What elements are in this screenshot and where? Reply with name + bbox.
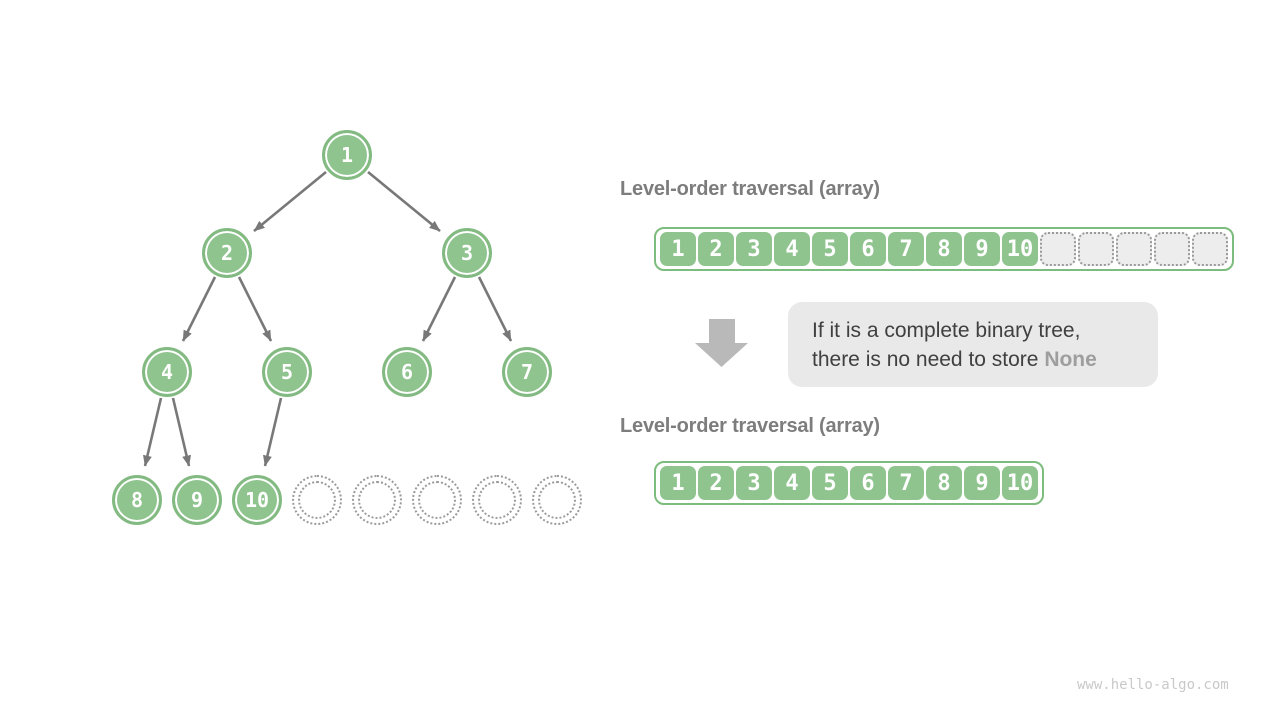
array-cell: 3 (736, 232, 772, 266)
edge-1-2 (253, 170, 327, 233)
array-cell: 1 (660, 232, 696, 266)
array-bottom: 1 2 3 4 5 6 7 8 9 10 (654, 461, 1044, 505)
array-empty-cell (1078, 232, 1114, 266)
tree-node-4: 4 (142, 347, 192, 397)
note-box: If it is a complete binary tree, there i… (788, 302, 1158, 387)
array-cell: 8 (926, 466, 962, 500)
array-cell: 3 (736, 466, 772, 500)
array-cell: 6 (850, 466, 886, 500)
array-cell: 7 (888, 466, 924, 500)
tree-node-5: 5 (262, 347, 312, 397)
array-cell: 4 (774, 232, 810, 266)
array-top-title: Level-order traversal (array) (620, 178, 880, 200)
array-cell: 6 (850, 232, 886, 266)
array-top: 1 2 3 4 5 6 7 8 9 10 (654, 227, 1234, 271)
edge-3-6 (421, 276, 457, 342)
none-keyword: None (1044, 347, 1097, 371)
watermark: www.hello-algo.com (1077, 677, 1229, 693)
array-cell: 5 (812, 466, 848, 500)
tree-node-1: 1 (322, 130, 372, 180)
tree-empty-node (472, 475, 522, 525)
array-empty-cell (1116, 232, 1152, 266)
tree-empty-node (532, 475, 582, 525)
array-cell: 10 (1002, 232, 1038, 266)
note-line-2: there is no need to store None (812, 347, 1097, 371)
array-bottom-title: Level-order traversal (array) (620, 415, 880, 437)
tree-empty-node (292, 475, 342, 525)
array-cell: 2 (698, 232, 734, 266)
array-cell: 1 (660, 466, 696, 500)
tree-node-10: 10 (232, 475, 282, 525)
array-empty-cell (1154, 232, 1190, 266)
tree-node-9: 9 (172, 475, 222, 525)
array-cell: 5 (812, 232, 848, 266)
edge-2-5 (237, 276, 273, 342)
tree-node-8: 8 (112, 475, 162, 525)
tree-node-7: 7 (502, 347, 552, 397)
tree-node-3: 3 (442, 228, 492, 278)
array-cell: 4 (774, 466, 810, 500)
array-cell: 2 (698, 466, 734, 500)
array-empty-cell (1040, 232, 1076, 266)
array-cell: 7 (888, 232, 924, 266)
edge-2-4 (181, 276, 217, 342)
array-cell: 9 (964, 232, 1000, 266)
edge-1-3 (367, 170, 441, 233)
tree-node-6: 6 (382, 347, 432, 397)
edge-3-7 (477, 276, 513, 342)
edge-4-8 (143, 397, 163, 467)
note-line-1: If it is a complete binary tree, (812, 318, 1081, 342)
array-cell: 8 (926, 232, 962, 266)
edge-4-9 (171, 397, 191, 467)
array-cell: 9 (964, 466, 1000, 500)
tree-node-2: 2 (202, 228, 252, 278)
array-empty-cell (1192, 232, 1228, 266)
edge-5-10 (263, 397, 283, 467)
down-arrow-icon (695, 319, 748, 367)
tree-empty-node (352, 475, 402, 525)
array-cell: 10 (1002, 466, 1038, 500)
tree-empty-node (412, 475, 462, 525)
